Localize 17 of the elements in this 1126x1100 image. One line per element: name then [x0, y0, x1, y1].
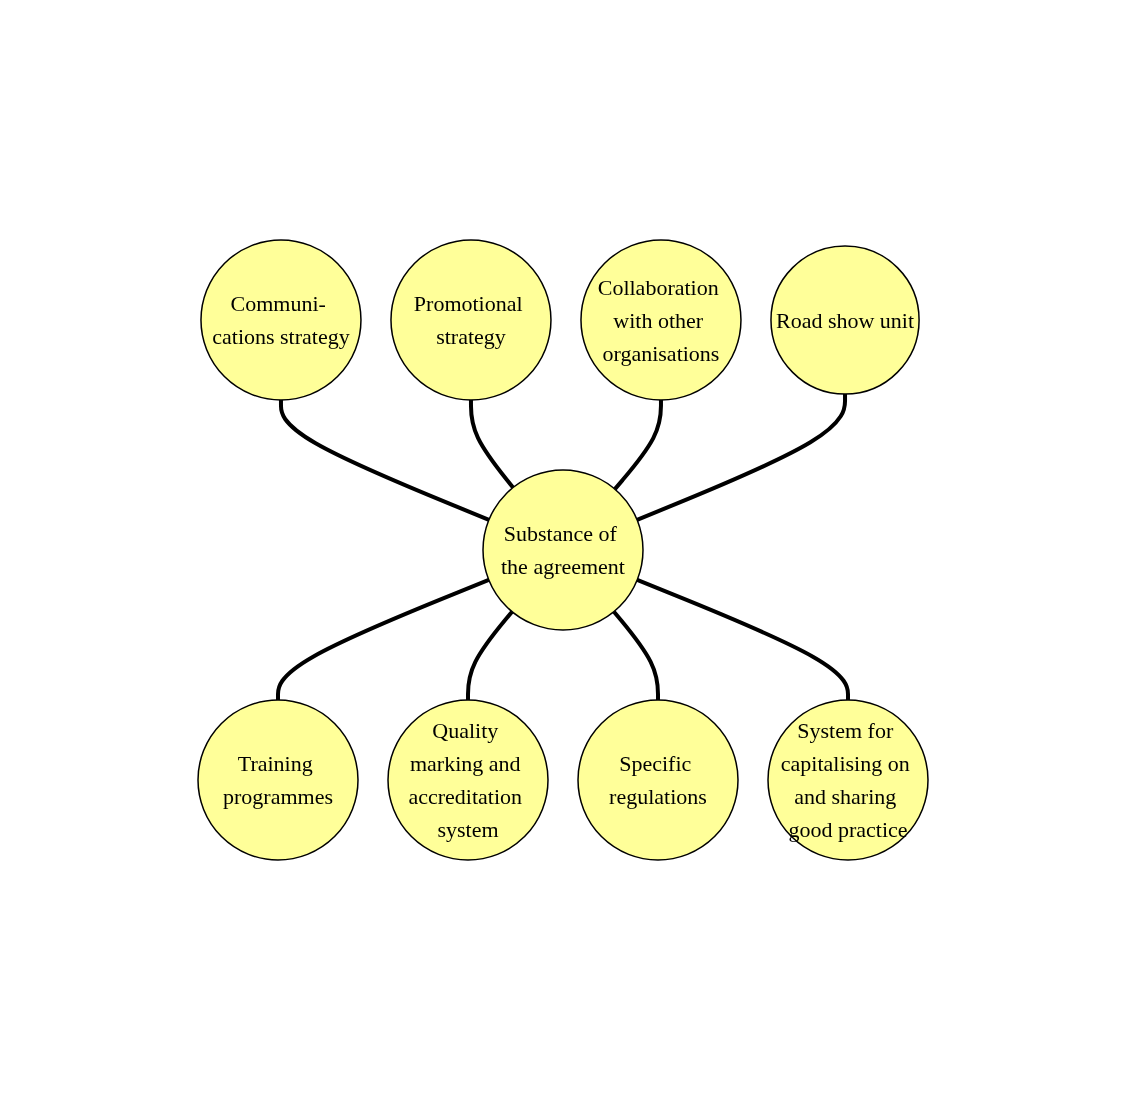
connector — [468, 400, 515, 489]
node-circle: Communi- cations strategy — [200, 239, 362, 401]
node-circle: Promotional strategy — [390, 239, 552, 401]
node-circle: System for capitalising on and sharing good practice — [767, 699, 929, 861]
connector — [612, 610, 660, 700]
connector — [278, 400, 490, 522]
connector — [466, 610, 514, 700]
node-circle: Quality marking and accreditation system — [387, 699, 549, 861]
connector — [636, 394, 848, 522]
connector — [636, 578, 850, 700]
connector — [613, 400, 663, 491]
node-circle: Road show unit — [770, 245, 920, 395]
node-circle: Collaboration with other organisations — [580, 239, 742, 401]
connector — [276, 578, 490, 700]
node-circle: Substance of the agreement — [482, 469, 644, 631]
node-circle: Specific regulations — [577, 699, 739, 861]
node-circle: Training programmes — [197, 699, 359, 861]
